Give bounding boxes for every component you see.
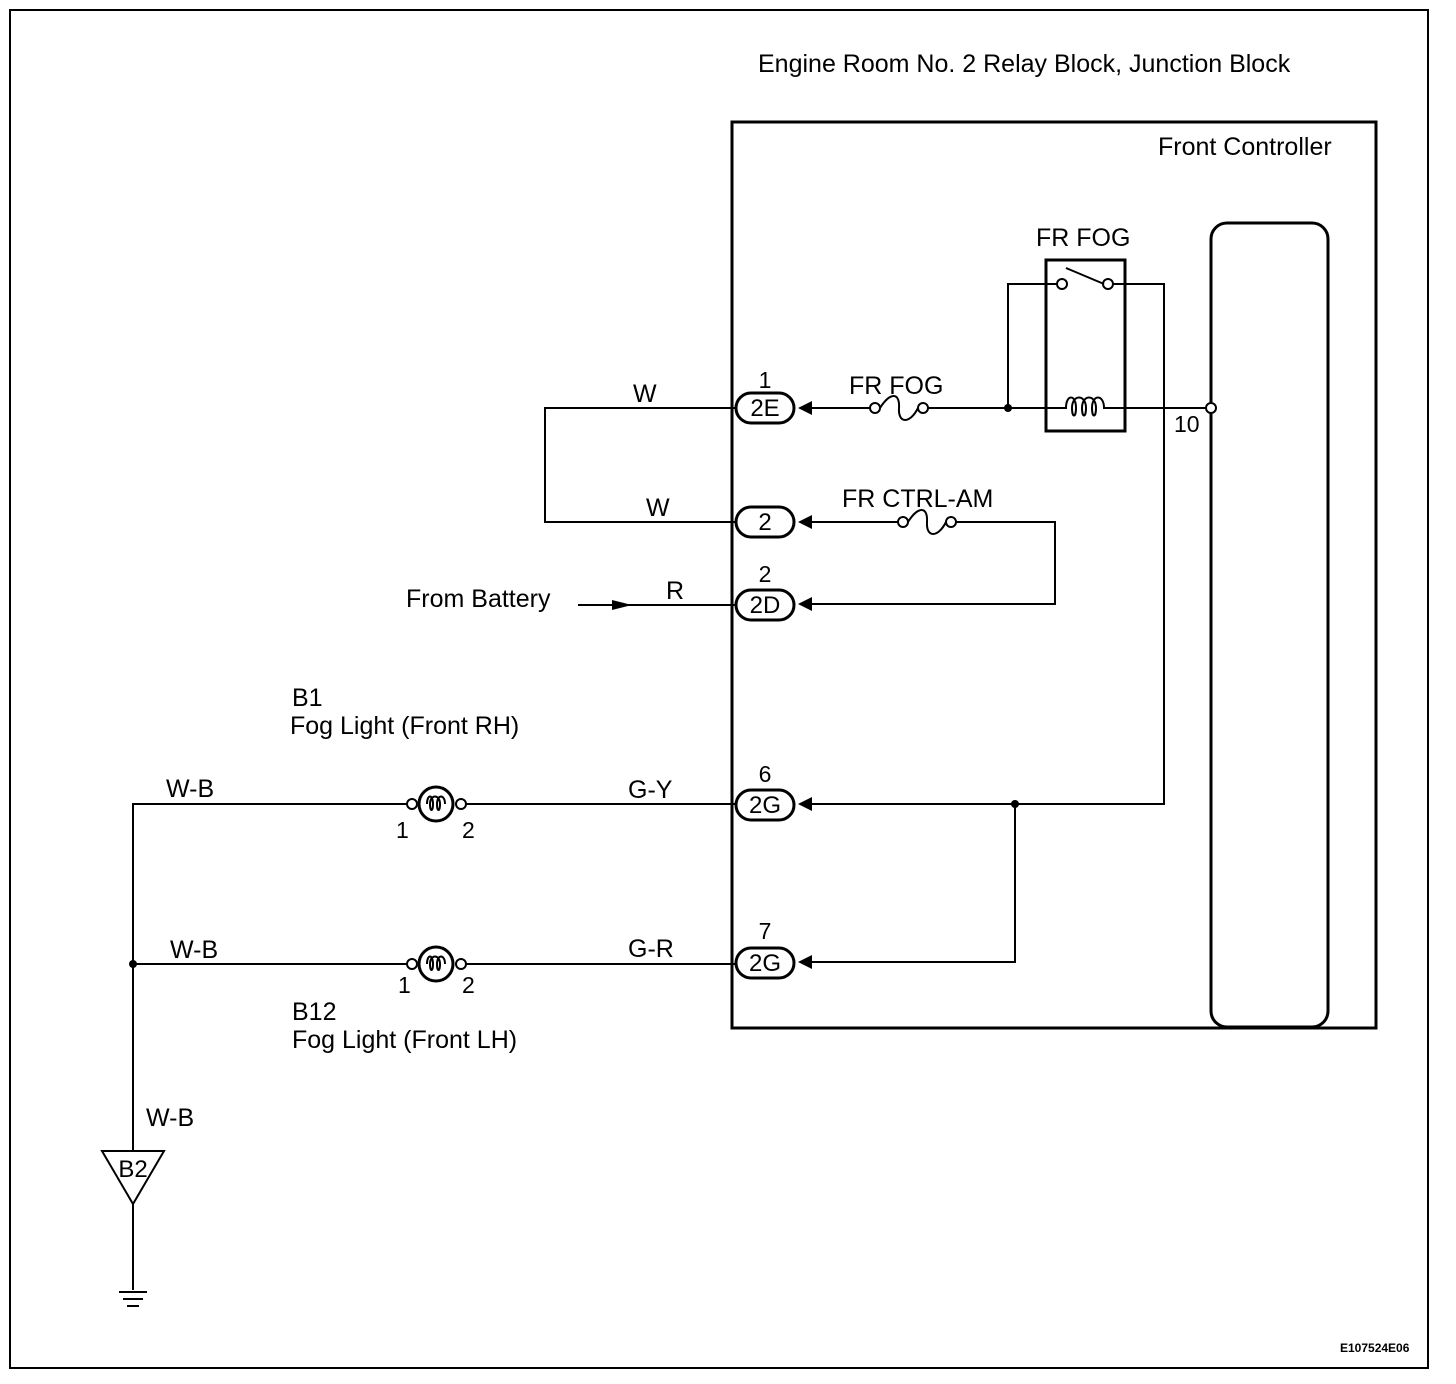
w-jumper-wire: [544, 407, 736, 523]
connector-2g-7: 2G 7: [734, 918, 812, 980]
controller-ecu: [1209, 221, 1330, 1029]
connector-2d: 2D 2: [734, 561, 812, 622]
controller-pin-label: 10: [1174, 411, 1200, 437]
svg-text:2E: 2E: [750, 395, 779, 422]
relay-label: FR FOG: [1036, 224, 1130, 252]
svg-text:2G: 2G: [749, 792, 781, 819]
relay-switch-arm: [1065, 267, 1105, 285]
battery-arrow: [612, 600, 632, 610]
wire-label-2e: W: [633, 380, 657, 408]
fr-ctrl-am-fuse-end-left: [897, 516, 909, 528]
ground-icon: [119, 1291, 147, 1307]
ground-wire-label: W-B: [146, 1104, 194, 1132]
front-controller-box: [730, 120, 1378, 1030]
ground-junction-dot: [129, 960, 137, 968]
wire-label-2: W: [646, 494, 670, 522]
controller-label: Front Controller: [1158, 133, 1332, 161]
svg-text:2G: 2G: [749, 950, 781, 977]
connector-2e: 2E 1: [734, 367, 812, 425]
svg-text:2D: 2D: [750, 592, 781, 619]
2g-junction-dot: [1011, 800, 1019, 808]
relay-bypass-wire: [1007, 283, 1057, 408]
fr-fog-fuse: [879, 395, 919, 421]
relay-contact-left: [1056, 278, 1068, 290]
fog-light-lh-ground-label: W-B: [170, 936, 218, 964]
controller-pin-terminal: [1205, 402, 1217, 414]
fr-fog-relay: [1044, 258, 1127, 433]
fr-fog-fuse-end-right: [917, 402, 929, 414]
fog-light-rh-code: B1: [292, 684, 323, 712]
2g-junction-wire: [812, 804, 1016, 963]
fog-light-rh-bulb-icon: [406, 785, 467, 823]
connector-2d-pin: 2: [759, 561, 772, 587]
connector-2: 2: [734, 505, 812, 539]
fog-light-rh-ground-wire: [132, 803, 407, 1150]
fr-ctrl-am-fuse-label: FR CTRL-AM: [842, 485, 993, 513]
fog-light-lh-bulb-icon: [406, 945, 467, 983]
wire-label-2g-6: G-Y: [628, 776, 673, 804]
figure-id: E107524E06: [1340, 1341, 1410, 1355]
fr-ctrl-am-fuse-end-right: [945, 516, 957, 528]
relay-contact-right: [1102, 278, 1114, 290]
ground-point-code: B2: [118, 1156, 147, 1183]
battery-label: From Battery: [406, 585, 551, 613]
relay-coil: [1060, 396, 1110, 417]
fog-light-rh-name: Fog Light (Front RH): [290, 712, 519, 740]
fog-light-lh-pin-right: 2: [462, 972, 475, 998]
fr-ctrl-am-line: [812, 521, 1056, 605]
connector-2e-pin: 1: [759, 367, 772, 393]
wire-label-2d: R: [666, 577, 684, 605]
connector-2g-6: 2G 6: [734, 761, 812, 822]
fr-fog-fuse-label: FR FOG: [849, 372, 943, 400]
fog-light-lh-code: B12: [292, 998, 336, 1026]
fog-light-lh-pin-left: 1: [398, 972, 411, 998]
fr-ctrl-am-fuse: [907, 509, 947, 535]
connector-2g-6-pin: 6: [759, 761, 772, 787]
fog-light-rh-ground-label: W-B: [166, 775, 214, 803]
connector-2g-7-pin: 7: [759, 918, 772, 944]
fog-light-rh-pin-right: 2: [462, 817, 475, 843]
ground-point-marker: [100, 1150, 166, 1206]
fr-fog-fuse-end-left: [869, 402, 881, 414]
frame-label: Engine Room No. 2 Relay Block, Junction …: [758, 50, 1291, 78]
outer-frame: [9, 9, 1429, 1369]
wire-label-2g-7: G-R: [628, 935, 674, 963]
svg-text:2: 2: [758, 509, 771, 536]
fog-light-lh-name: Fog Light (Front LH): [292, 1026, 517, 1054]
fog-light-rh-pin-left: 1: [396, 817, 409, 843]
relay-output-wire: [812, 283, 1165, 805]
